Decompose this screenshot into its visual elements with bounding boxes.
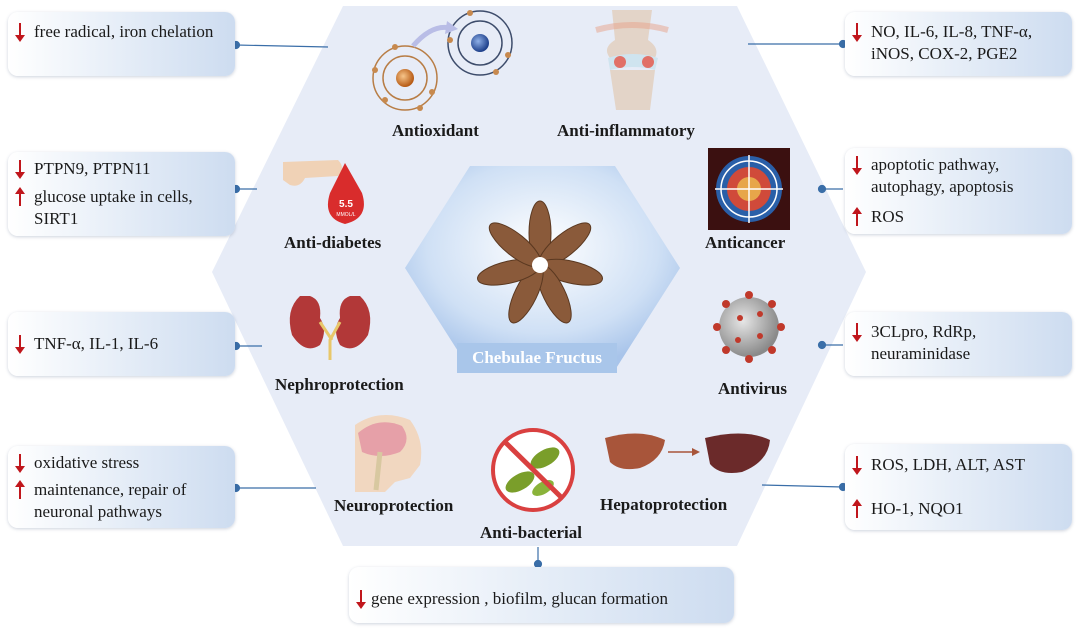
effect-box-anticancer: apoptotic pathway, autophagy, apoptosis … xyxy=(845,148,1072,234)
effect-text-down: apoptotic pathway, autophagy, apoptosis xyxy=(871,155,1014,196)
down-arrow-icon xyxy=(15,454,25,473)
effect-text: 3CLpro, RdRp, neuraminidase xyxy=(871,322,977,363)
chebulae-fructus-seed-icon xyxy=(477,200,603,324)
down-arrow-icon xyxy=(15,335,25,354)
up-arrow-icon xyxy=(852,207,862,226)
effect-box-anti-bacterial: gene expression , biofilm, glucan format… xyxy=(349,567,734,623)
effect-text-down: ROS, LDH, ALT, AST xyxy=(871,455,1025,474)
label-anti-bacterial: Anti-bacterial xyxy=(480,523,582,542)
effect-text-down: oxidative stress xyxy=(34,453,140,472)
label-anti-diabetes: Anti-diabetes xyxy=(284,233,382,252)
up-arrow-icon xyxy=(15,480,25,499)
down-arrow-icon xyxy=(356,590,366,609)
liver-icon xyxy=(605,433,770,473)
effect-text: gene expression , biofilm, glucan format… xyxy=(371,589,668,608)
label-anti-inflammatory: Anti-inflammatory xyxy=(557,121,695,140)
effect-text-up: glucose uptake in cells, SIRT1 xyxy=(34,187,193,228)
effect-text-up: HO-1, NQO1 xyxy=(871,499,964,518)
virus-icon xyxy=(713,291,785,363)
down-arrow-icon xyxy=(15,23,25,42)
knee-joint-icon xyxy=(595,10,669,110)
effect-box-hepatoprotection: ROS, LDH, ALT, AST HO-1, NQO1 xyxy=(845,444,1072,530)
label-neuroprotection: Neuroprotection xyxy=(334,496,454,515)
brain-icon xyxy=(355,415,422,492)
glucose-test-icon xyxy=(283,160,364,224)
down-arrow-icon xyxy=(15,160,25,179)
label-anticancer: Anticancer xyxy=(705,233,786,252)
label-antioxidant: Antioxidant xyxy=(392,121,479,140)
effect-text-up: maintenance, repair of neuronal pathways xyxy=(34,480,187,521)
effect-text: TNF-α, IL-1, IL-6 xyxy=(34,334,159,353)
effect-box-antioxidant: free radical, iron chelation xyxy=(8,12,235,76)
effect-box-antivirus: 3CLpro, RdRp, neuraminidase xyxy=(845,312,1072,376)
effect-box-anti-diabetes: PTPN9, PTPN11 glucose uptake in cells, S… xyxy=(8,152,235,236)
effect-box-anti-inflammatory: NO, IL-6, IL-8, TNF-α, iNOS, COX-2, PGE2 xyxy=(845,12,1072,76)
label-hepatoprotection: Hepatoprotection xyxy=(600,495,728,514)
up-arrow-icon xyxy=(15,187,25,206)
effect-text-down: PTPN9, PTPN11 xyxy=(34,159,151,178)
effect-text: NO, IL-6, IL-8, TNF-α, iNOS, COX-2, PGE2 xyxy=(871,22,1033,63)
glucose-reading: 5.5 xyxy=(339,199,353,210)
down-arrow-icon xyxy=(852,23,862,42)
effect-text: free radical, iron chelation xyxy=(34,22,214,41)
effect-box-neuroprotection: oxidative stress maintenance, repair of … xyxy=(8,446,235,528)
label-antivirus: Antivirus xyxy=(718,379,787,398)
atom-icon xyxy=(372,10,513,111)
down-arrow-icon xyxy=(852,456,862,475)
no-bacteria-icon xyxy=(491,428,575,512)
effect-box-nephroprotection: TNF-α, IL-1, IL-6 xyxy=(8,312,235,376)
down-arrow-icon xyxy=(852,323,862,342)
cancer-cell-icon xyxy=(708,148,790,230)
glucose-unit: MMOL/L xyxy=(336,212,355,218)
center-label: Chebulae Fructus xyxy=(457,343,617,373)
kidney-icon xyxy=(289,296,371,360)
label-nephroprotection: Nephroprotection xyxy=(275,375,404,394)
up-arrow-icon xyxy=(852,499,862,518)
effect-text-up: ROS xyxy=(871,207,905,226)
down-arrow-icon xyxy=(852,156,862,175)
